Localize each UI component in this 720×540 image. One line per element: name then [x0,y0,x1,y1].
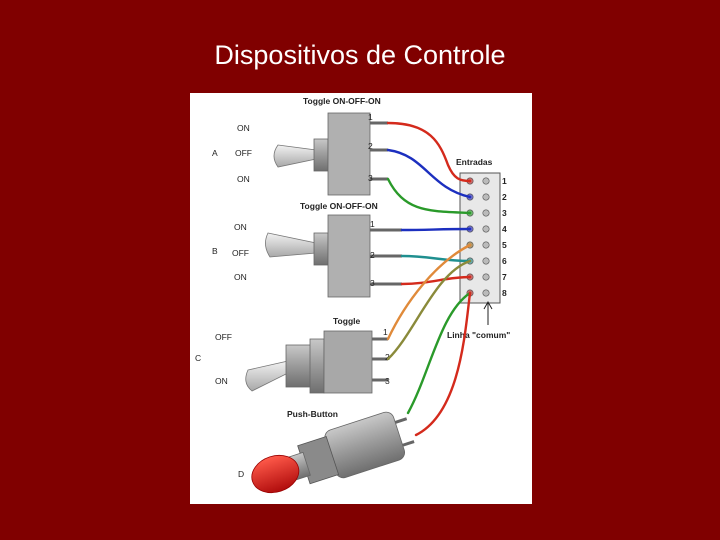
wire-red-b3 [400,275,472,286]
push-button-title: Push-Button [287,409,338,419]
switch-a-pin-1: 1 [368,112,373,122]
wire-teal-b2 [400,254,472,263]
switch-c-title: Toggle [333,316,360,326]
terminal-num-1: 1 [502,176,507,186]
terminal-num-7: 7 [502,272,507,282]
switch-c-lever [245,360,289,392]
terminal-title: Entradas [456,157,493,167]
push-button-cap [251,454,300,494]
switch-b-pin-2: 2 [370,250,375,260]
switch-a-letter: A [212,148,218,158]
wiring-diagram: Toggle ON-OFF-ON A ON OFF ON 1 2 3 Toggl… [190,93,532,504]
wire-blue-a2 [386,148,472,199]
terminal-block: Entradas 1 2 3 4 5 6 7 8 Linha "comum" [447,157,510,340]
terminal-num-5: 5 [502,240,507,250]
switch-a-pin-3: 3 [368,173,373,183]
switch-c-pin-1: 1 [383,327,388,337]
wire-blue-b1 [400,227,472,232]
switch-a-bushing [313,138,329,172]
switch-a-pin-2: 2 [368,141,373,151]
switch-a-lever [273,144,317,168]
switch-b-title: Toggle ON-OFF-ON [300,201,378,211]
switch-c: Toggle C OFF ON 1 2 3 [195,316,390,394]
wiring-diagram-svg: Toggle ON-OFF-ON A ON OFF ON 1 2 3 Toggl… [195,96,510,494]
switch-a-body [327,112,371,196]
switch-b-bushing [313,232,329,266]
terminal-num-4: 4 [502,224,507,234]
wire-red-a1 [386,121,472,183]
switch-a-pos-top: ON [237,123,250,133]
switch-b-pos-top: ON [234,222,247,232]
switch-a-title: Toggle ON-OFF-ON [303,96,381,106]
switch-b-pos-mid: OFF [232,248,249,258]
switch-a: Toggle ON-OFF-ON A ON OFF ON 1 2 3 [212,96,388,196]
slide-title: Dispositivos de Controle [214,40,506,70]
switch-b-pin-3: 3 [370,278,375,288]
switch-a-pos-mid: OFF [235,148,252,158]
switch-b-pos-bot: ON [234,272,247,282]
switch-c-pin-2: 2 [385,352,390,362]
switch-b: Toggle ON-OFF-ON B ON OFF ON 1 2 3 [212,201,402,298]
switch-b-body [327,214,371,298]
switch-c-letter: C [195,353,201,363]
wire-orange-c1 [386,243,472,341]
terminal-num-2: 2 [502,192,507,202]
switch-c-nut [285,344,313,388]
switch-c-pos-bot: ON [215,376,228,386]
push-button: Push-Button D [238,409,415,494]
switch-c-pin-3: 3 [385,376,390,386]
terminal-num-3: 3 [502,208,507,218]
wire-red-d2 [414,291,472,437]
switch-b-pin-1: 1 [370,219,375,229]
wires [386,121,472,437]
switch-c-body [323,330,373,394]
common-line-label: Linha "comum" [447,330,510,340]
terminal-screws [466,177,490,297]
switch-b-lever [265,232,317,258]
switch-b-letter: B [212,246,218,256]
push-button-letter: D [238,469,244,479]
switch-c-pos-top: OFF [215,332,232,342]
terminal-num-6: 6 [502,256,507,266]
wire-olive-c2 [386,259,472,361]
wire-green-a3 [386,177,472,215]
wire-green-d1 [406,291,472,415]
terminal-body [459,172,501,304]
terminal-num-8: 8 [502,288,507,298]
switch-a-pos-bot: ON [237,174,250,184]
